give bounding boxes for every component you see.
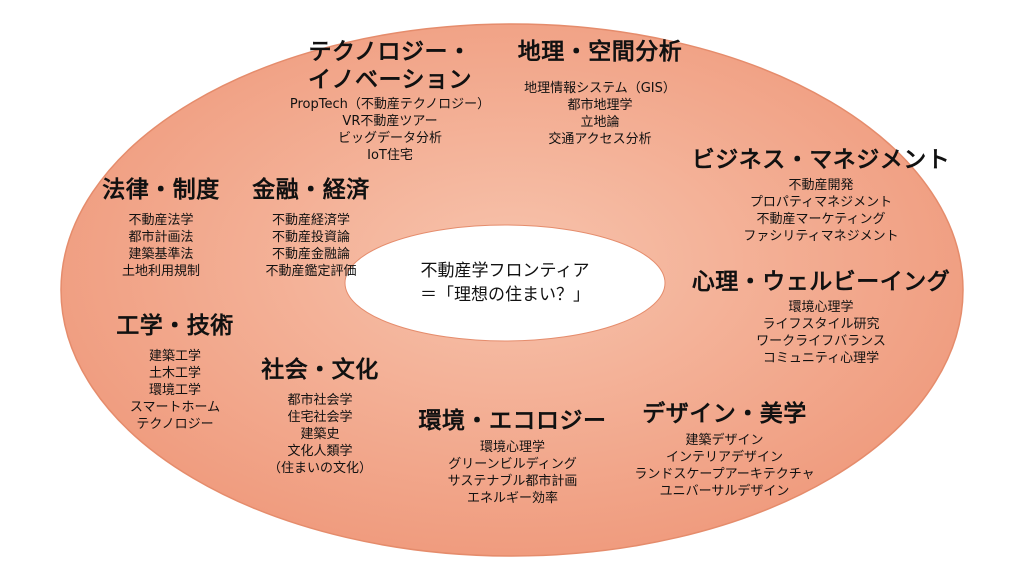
- group-item: ワークライフバランス: [756, 334, 886, 349]
- group-law-system: 法律・制度 不動産法学 都市計画法 建築基準法 土地利用規制: [86, 176, 236, 280]
- group-heading: 社会・文化: [261, 357, 379, 383]
- group-item: サステナブル都市計画: [447, 474, 578, 489]
- group-item: ユニバーサルデザイン: [659, 484, 790, 499]
- group-geography-spatial: 地理・空間分析 地理情報システム（GIS） 都市地理学 立地論 交通アクセス分析: [490, 38, 710, 148]
- group-item: 不動産開発: [788, 178, 854, 193]
- group-item: エネルギー効率: [466, 491, 558, 506]
- group-item: インテリアデザイン: [665, 450, 783, 465]
- group-heading: 環境・エコロジー: [418, 408, 607, 434]
- center-line-1: 不動産学フロンティア: [420, 261, 590, 281]
- group-item: ビッグデータ分析: [337, 131, 442, 146]
- group-business-management: ビジネス・マネジメント 不動産開発 プロパティマネジメント 不動産マーケティング…: [676, 146, 966, 245]
- group-item: VR不動産ツアー: [342, 114, 438, 129]
- group-item: 交通アクセス分析: [548, 132, 652, 147]
- group-item: コミュニティ心理学: [762, 351, 880, 366]
- group-item: （住まいの文化）: [267, 461, 372, 476]
- group-heading: 法律・制度: [102, 177, 220, 203]
- group-items: 建築工学 土木工学 環境工学 スマートホーム テクノロジー: [100, 348, 250, 433]
- group-item: 建築基準法: [128, 247, 194, 262]
- group-item: 立地論: [580, 115, 620, 130]
- group-item: 不動産法学: [128, 213, 194, 228]
- group-item: 土木工学: [148, 366, 201, 381]
- group-item: プロパティマネジメント: [749, 195, 893, 210]
- group-item: PropTech（不動産テクノロジー）: [289, 97, 491, 112]
- group-items: 不動産開発 プロパティマネジメント 不動産マーケティング ファシリティマネジメン…: [676, 177, 966, 245]
- group-finance-economy: 金融・経済 不動産経済学 不動産投資論 不動産金融論 不動産鑑定評価: [236, 176, 386, 280]
- group-item: 環境心理学: [788, 300, 854, 315]
- group-item: 都市社会学: [287, 393, 353, 408]
- group-psychology-wellbeing: 心理・ウェルビーイング 環境心理学 ライフスタイル研究 ワークライフバランス コ…: [676, 268, 966, 367]
- group-item: ランドスケープアーキテクチャ: [634, 467, 815, 482]
- group-items: 不動産法学 都市計画法 建築基準法 土地利用規制: [86, 212, 236, 280]
- group-item: 建築史: [300, 427, 340, 442]
- center-concept: 不動産学フロンティア ＝「理想の住まい？」: [345, 228, 665, 338]
- group-heading: ビジネス・マネジメント: [691, 147, 951, 173]
- group-heading: テクノロジー・: [308, 39, 472, 65]
- group-item: テクノロジー: [136, 417, 214, 432]
- group-heading: 金融・経済: [252, 177, 370, 203]
- group-items: 環境心理学 グリーンビルディング サステナブル都市計画 エネルギー効率: [400, 439, 625, 507]
- group-heading: 工学・技術: [116, 313, 234, 339]
- group-item: 地理情報システム（GIS）: [524, 81, 676, 96]
- group-items: 都市社会学 住宅社会学 建築史 文化人類学 （住まいの文化）: [245, 392, 395, 477]
- group-items: 環境心理学 ライフスタイル研究 ワークライフバランス コミュニティ心理学: [676, 299, 966, 367]
- group-environment-ecology: 環境・エコロジー 環境心理学 グリーンビルディング サステナブル都市計画 エネル…: [400, 407, 625, 507]
- group-item: 不動産投資論: [271, 230, 350, 245]
- group-items: 建築デザイン インテリアデザイン ランドスケープアーキテクチャ ユニバーサルデザ…: [612, 432, 837, 500]
- group-heading: イノベーション: [307, 67, 473, 93]
- group-item: 不動産金融論: [271, 247, 350, 262]
- group-item: 住宅社会学: [287, 410, 353, 425]
- group-item: 都市地理学: [567, 98, 633, 113]
- group-item: 土地利用規制: [121, 264, 200, 279]
- group-item: 環境工学: [148, 383, 201, 398]
- group-items: 地理情報システム（GIS） 都市地理学 立地論 交通アクセス分析: [490, 80, 710, 148]
- group-item: 環境心理学: [479, 440, 545, 455]
- group-society-culture: 社会・文化 都市社会学 住宅社会学 建築史 文化人類学 （住まいの文化）: [245, 356, 395, 477]
- group-item: 文化人類学: [287, 444, 353, 459]
- group-item: 不動産経済学: [271, 213, 350, 228]
- group-design-aesthetics: デザイン・美学 建築デザイン インテリアデザイン ランドスケープアーキテクチャ …: [612, 400, 837, 500]
- group-item: 都市計画法: [128, 230, 194, 245]
- group-item: 不動産マーケティング: [756, 212, 886, 227]
- group-items: PropTech（不動産テクノロジー） VR不動産ツアー ビッグデータ分析 Io…: [270, 96, 510, 164]
- group-item: ライフスタイル研究: [762, 317, 880, 332]
- group-item: ファシリティマネジメント: [743, 229, 899, 244]
- group-item: 建築デザイン: [685, 433, 764, 448]
- group-items: 不動産経済学 不動産投資論 不動産金融論 不動産鑑定評価: [236, 212, 386, 280]
- center-line-2: ＝「理想の住まい？」: [420, 285, 590, 305]
- group-item: スマートホーム: [129, 400, 221, 415]
- group-heading: 心理・ウェルビーイング: [691, 269, 951, 295]
- group-item: グリーンビルディング: [448, 457, 577, 472]
- group-engineering-technology: 工学・技術 建築工学 土木工学 環境工学 スマートホーム テクノロジー: [100, 312, 250, 433]
- group-heading: 地理・空間分析: [517, 39, 683, 65]
- group-item: IoT住宅: [367, 148, 413, 163]
- inner-ellipse: [344, 224, 666, 342]
- group-item: 建築工学: [148, 349, 201, 364]
- group-heading: デザイン・美学: [642, 401, 807, 427]
- group-item: 不動産鑑定評価: [265, 264, 357, 279]
- group-technology-innovation: テクノロジー・ イノベーション PropTech（不動産テクノロジー） VR不動…: [270, 38, 510, 164]
